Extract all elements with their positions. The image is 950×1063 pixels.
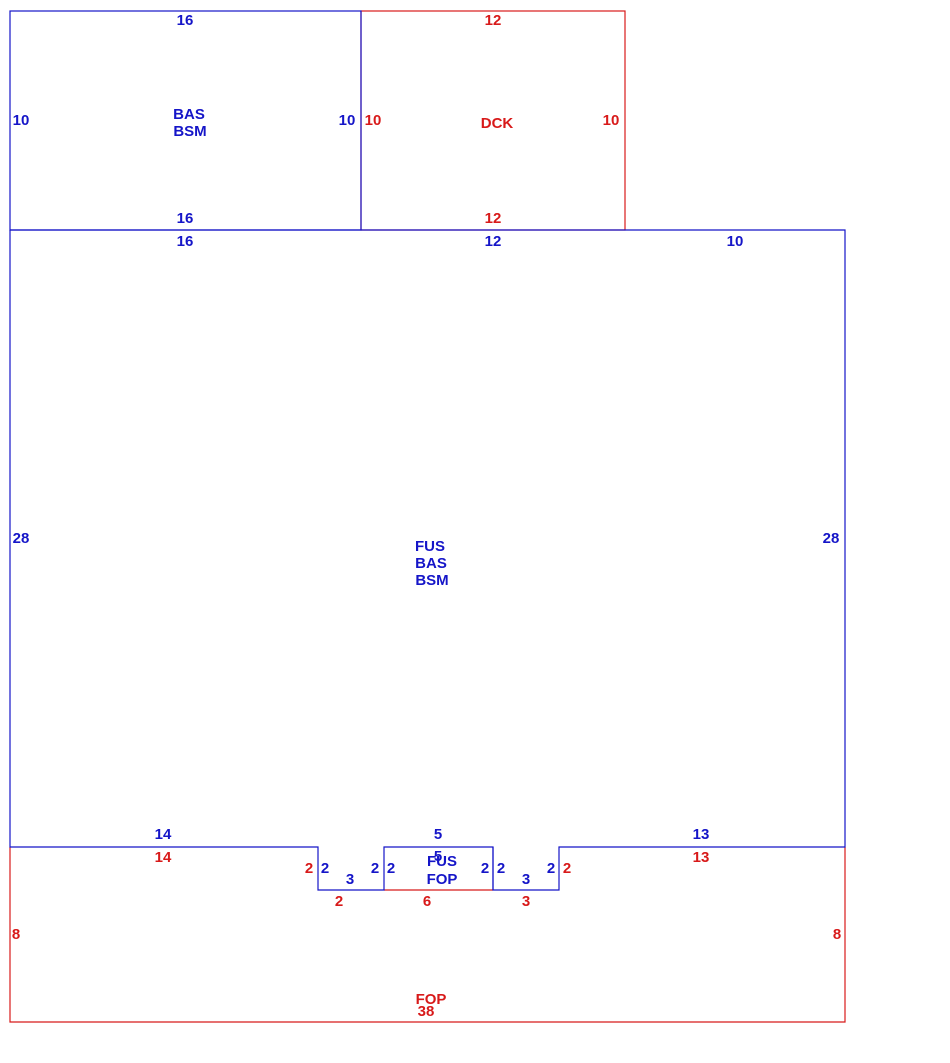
dim-fop-notch-left: 2 (305, 860, 313, 877)
area-label-porch-center-1: FUS (427, 853, 457, 870)
dim-main-bottom-right: 13 (693, 826, 710, 843)
dim-notch-left-bottom: 3 (346, 871, 354, 888)
dim-fop-left: 8 (12, 926, 20, 943)
dim-notch-right-outer: 2 (547, 860, 555, 877)
dim-main-top-mid: 12 (485, 233, 502, 250)
dim-notch-right-bottom: 3 (522, 871, 530, 888)
area-label-fop: FOP (416, 991, 447, 1008)
dim-fop-bottom-right-seg: 3 (522, 893, 530, 910)
dim-dck-bottom: 12 (485, 210, 502, 227)
dim-dck-left: 10 (365, 112, 382, 129)
area-label-bas-top-2: BSM (173, 123, 206, 140)
dim-notch-center-top: 5 (434, 826, 442, 843)
dim-notch-center-right: 2 (481, 860, 489, 877)
dim-bas-top-top: 16 (177, 12, 194, 29)
fop-outline (9, 847, 846, 1023)
dim-notch-center-inner: 5 (434, 848, 442, 865)
dim-main-left: 28 (13, 530, 30, 547)
area-label-dck: DCK (481, 115, 514, 132)
dim-notch-left-outer: 2 (321, 860, 329, 877)
dim-fop-top-right: 13 (693, 849, 710, 866)
dim-dck-right: 10 (603, 112, 620, 129)
dim-main-top-right: 10 (727, 233, 744, 250)
dim-fop-bottom: 38 (418, 1003, 435, 1020)
dim-notch-left-inner: 2 (371, 860, 379, 877)
dim-fop-right: 8 (833, 926, 841, 943)
dim-notch-right-inner: 2 (497, 860, 505, 877)
dim-bas-top-right: 10 (339, 112, 356, 129)
dim-bas-top-bottom: 16 (177, 210, 194, 227)
dim-fop-top-left: 14 (155, 849, 172, 866)
area-label-main-1: FUS (415, 538, 445, 555)
dim-fop-center-seg: 6 (423, 893, 431, 910)
dim-bas-top-left: 10 (13, 112, 30, 129)
dim-fop-notch-right: 2 (563, 860, 571, 877)
area-label-main-2: BAS (415, 555, 447, 572)
dim-main-right: 28 (823, 530, 840, 547)
dim-main-top-left: 16 (177, 233, 194, 250)
dim-dck-top: 12 (485, 12, 502, 29)
dim-main-bottom-left: 14 (155, 826, 172, 843)
dim-notch-center-left: 2 (387, 860, 395, 877)
area-label-bas-top-1: BAS (173, 106, 205, 123)
area-label-main-3: BSM (415, 572, 448, 589)
dim-fop-bottom-left-seg: 2 (335, 893, 343, 910)
area-label-porch-center-2: FOP (427, 871, 458, 888)
